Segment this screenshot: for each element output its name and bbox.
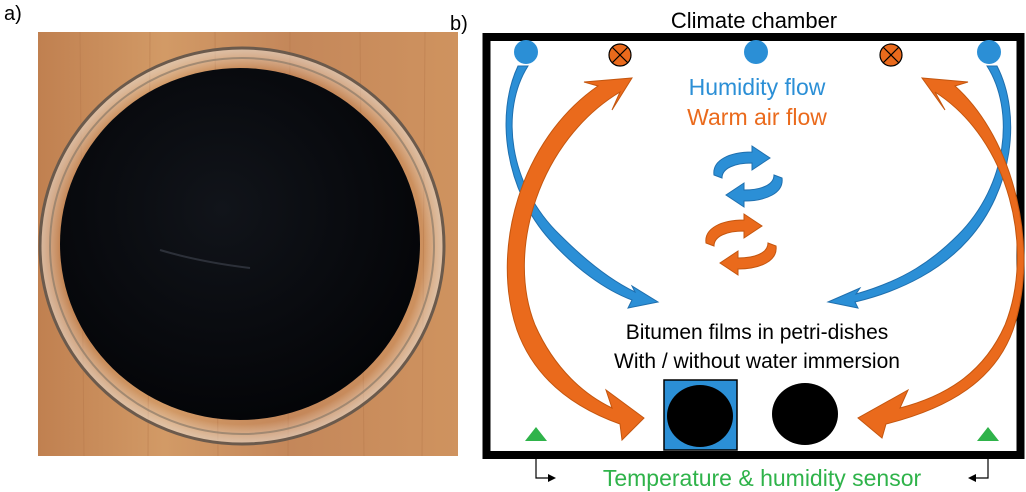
samples-description-line2: With / without water immersion bbox=[614, 350, 900, 373]
humidity-outlet-center bbox=[744, 40, 768, 64]
heater-icon-left bbox=[608, 43, 632, 67]
chamber-title: Climate chamber bbox=[671, 8, 837, 33]
warm-air-flow-label: Warm air flow bbox=[687, 104, 827, 130]
panel-a-label: a) bbox=[4, 3, 22, 25]
bitumen-film bbox=[60, 68, 420, 420]
sensor-icon-left bbox=[525, 427, 547, 441]
sensor-connector-left bbox=[535, 452, 556, 482]
sensor-label: Temperature & humidity sensor bbox=[603, 465, 922, 491]
bitumen-sample-dry bbox=[772, 383, 838, 445]
bitumen-sample-immersed bbox=[667, 385, 733, 447]
humidity-circulation-icon bbox=[713, 145, 783, 208]
sensor-connector-right bbox=[968, 452, 989, 482]
panel-b-label: b) bbox=[450, 13, 468, 35]
samples-description-line1: Bitumen films in petri-dishes bbox=[626, 321, 889, 344]
humidity-flow-label: Humidity flow bbox=[689, 74, 826, 100]
sample-with-water-immersion bbox=[663, 379, 738, 451]
humidity-outlet-right bbox=[977, 40, 1001, 64]
humidity-outlet-left bbox=[514, 40, 538, 64]
bitumen-reflection bbox=[159, 249, 251, 269]
heater-icon-right bbox=[879, 43, 903, 67]
sensor-icon-right bbox=[977, 427, 999, 441]
warm-air-flow-arrow-right bbox=[857, 77, 1025, 439]
warm-air-circulation-icon bbox=[705, 213, 777, 276]
warm-air-flow-arrow-left bbox=[506, 77, 645, 442]
petri-dish-photo bbox=[38, 31, 458, 457]
petri-dish-rim-inner bbox=[49, 57, 435, 435]
humidity-flow-arrow-left bbox=[505, 65, 660, 309]
